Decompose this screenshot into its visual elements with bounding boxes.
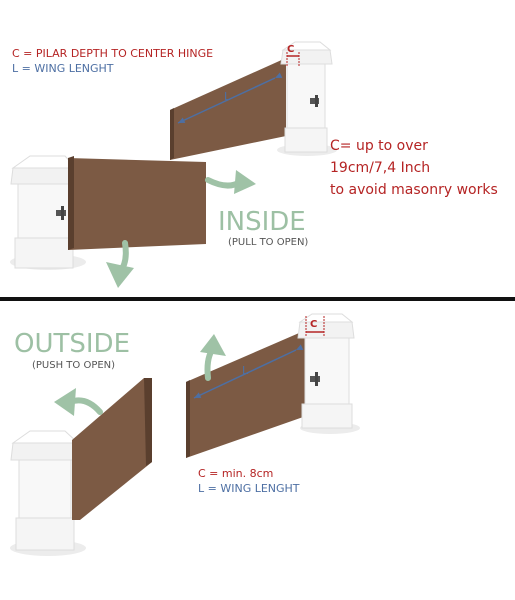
section-divider (0, 297, 515, 301)
bottom-left-pillar (10, 430, 81, 551)
outside-arrows (54, 334, 226, 416)
wing-length-dimension (177, 72, 283, 124)
bottom-c-note: C = min. 8cm (198, 467, 273, 480)
bottom-wing-length-dimension (193, 344, 304, 399)
inside-scene: C = PILAR DEPTH TO CENTER HINGE L = WING… (10, 41, 498, 288)
bottom-l-note: L = WING LENGHT (198, 482, 300, 495)
open-arrow-up-icon (200, 334, 226, 356)
left-gate-wing (68, 156, 206, 250)
bottom-right-pillar (297, 313, 355, 429)
inside-arrows (106, 170, 256, 288)
bottom-left-gate-wing (72, 378, 152, 520)
outside-hint: (PUSH TO OPEN) (32, 360, 115, 371)
outside-title: OUTSIDE (14, 329, 130, 359)
note-line-2: 19cm/7,4 Inch (330, 160, 430, 176)
top-l-marker: L (224, 90, 231, 103)
top-c-marker: C (287, 44, 294, 55)
open-arrow-right-icon (234, 170, 256, 194)
note-line-3: to avoid masonry works (330, 182, 498, 198)
legend-l-definition: L = WING LENGHT (12, 62, 114, 75)
left-pillar (10, 155, 79, 269)
bottom-c-dimension (305, 316, 325, 336)
right-pillar (280, 41, 333, 153)
outside-scene: OUTSIDE (PUSH TO OPEN) C L C = min. 8cm … (10, 313, 360, 556)
inside-title: INSIDE (218, 207, 306, 237)
legend-c-definition: C = PILAR DEPTH TO CENTER HINGE (12, 47, 213, 60)
inside-hint: (PULL TO OPEN) (228, 237, 308, 248)
hinge-bracket-icon (310, 98, 319, 104)
bottom-l-marker: L (242, 364, 249, 377)
open-arrow-left-icon (54, 388, 76, 416)
top-c-dimension (286, 52, 300, 66)
note-line-1: C= up to over (330, 138, 428, 154)
bottom-c-marker: C (310, 319, 317, 330)
right-gate-wing (170, 58, 286, 160)
open-arrow-down-icon (106, 262, 134, 288)
